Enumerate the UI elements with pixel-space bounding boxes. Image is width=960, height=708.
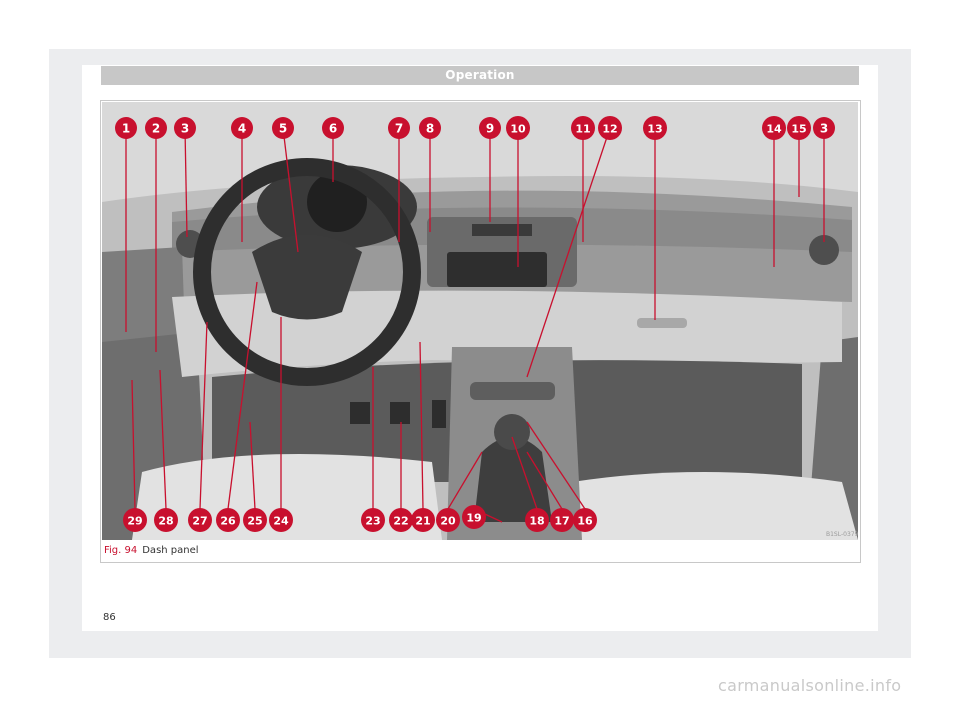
callout-15: 15 xyxy=(787,116,811,140)
pedal-brake xyxy=(390,402,410,424)
callout-8: 8 xyxy=(419,117,441,139)
callout-4: 4 xyxy=(231,117,253,139)
gear-knob xyxy=(494,414,530,450)
svg-text:15: 15 xyxy=(791,123,806,136)
callout-3-right: 3 xyxy=(813,117,835,139)
svg-text:24: 24 xyxy=(273,515,289,528)
svg-text:7: 7 xyxy=(395,122,403,136)
callout-25: 25 xyxy=(243,508,267,532)
callout-leader-lines xyxy=(125,127,825,523)
svg-text:1: 1 xyxy=(122,122,130,136)
svg-text:3: 3 xyxy=(181,122,189,136)
section-header: Operation xyxy=(101,66,859,85)
svg-text:23: 23 xyxy=(365,515,380,528)
callout-6: 6 xyxy=(322,117,344,139)
svg-text:20: 20 xyxy=(440,515,456,528)
callout-22: 22 xyxy=(389,508,413,532)
watermark: carmanualsonline.info xyxy=(718,676,902,695)
svg-text:22: 22 xyxy=(393,515,408,528)
svg-text:8: 8 xyxy=(426,122,434,136)
svg-text:4: 4 xyxy=(238,122,246,136)
figure-caption: Fig. 94 Dash panel xyxy=(104,545,199,556)
svg-text:21: 21 xyxy=(415,515,430,528)
callout-2: 2 xyxy=(145,117,167,139)
svg-text:26: 26 xyxy=(220,515,236,528)
svg-text:25: 25 xyxy=(247,515,262,528)
right-seat xyxy=(562,472,858,540)
callouts: 1 2 3 4 5 6 7 8 9 10 11 12 13 14 15 3 29… xyxy=(115,116,835,532)
svg-text:14: 14 xyxy=(766,123,782,136)
gear-boot xyxy=(474,437,552,522)
pedal-clutch xyxy=(350,402,370,424)
callout-28: 28 xyxy=(154,508,178,532)
callout-29: 29 xyxy=(123,508,147,532)
svg-text:16: 16 xyxy=(577,515,593,528)
svg-text:17: 17 xyxy=(554,515,569,528)
callout-14: 14 xyxy=(762,116,786,140)
right-vent xyxy=(809,235,839,265)
figure-code: B1SL-0379 xyxy=(826,531,859,538)
callout-18: 18 xyxy=(525,508,549,532)
callout-10: 10 xyxy=(506,116,530,140)
svg-text:28: 28 xyxy=(158,515,173,528)
svg-text:5: 5 xyxy=(279,122,287,136)
page-number: 86 xyxy=(103,612,116,623)
svg-text:29: 29 xyxy=(127,515,142,528)
svg-text:18: 18 xyxy=(529,515,544,528)
callout-3-left: 3 xyxy=(174,117,196,139)
callout-5: 5 xyxy=(272,117,294,139)
glove-box-handle xyxy=(637,318,687,328)
figure-caption-text: Dash panel xyxy=(142,545,199,556)
callout-24: 24 xyxy=(269,508,293,532)
callout-9: 9 xyxy=(479,117,501,139)
callout-1: 1 xyxy=(115,117,137,139)
callout-23: 23 xyxy=(361,508,385,532)
callout-11: 11 xyxy=(571,116,595,140)
svg-text:12: 12 xyxy=(602,123,617,136)
callout-20: 20 xyxy=(436,508,460,532)
callout-16: 16 xyxy=(573,508,597,532)
svg-text:27: 27 xyxy=(192,515,207,528)
svg-text:9: 9 xyxy=(486,122,494,136)
steering-wheel xyxy=(193,158,421,386)
svg-text:10: 10 xyxy=(510,123,526,136)
callout-26: 26 xyxy=(216,508,240,532)
callout-7: 7 xyxy=(388,117,410,139)
callout-17: 17 xyxy=(550,508,574,532)
callout-21: 21 xyxy=(411,508,435,532)
svg-text:11: 11 xyxy=(575,123,590,136)
svg-text:2: 2 xyxy=(152,122,160,136)
dash-panel-illustration: 1 2 3 4 5 6 7 8 9 10 11 12 13 14 15 3 29… xyxy=(102,102,858,540)
figure-label: Fig. 94 xyxy=(104,545,138,556)
callout-19: 19 xyxy=(462,505,486,529)
svg-text:13: 13 xyxy=(647,123,662,136)
callout-27: 27 xyxy=(188,508,212,532)
svg-text:3: 3 xyxy=(820,122,828,136)
callout-12: 12 xyxy=(598,116,622,140)
svg-text:19: 19 xyxy=(466,512,481,525)
svg-text:6: 6 xyxy=(329,122,337,136)
pedal-accelerator xyxy=(432,400,446,428)
steering-hub xyxy=(252,234,362,320)
radio-display xyxy=(472,224,532,236)
console-tray xyxy=(470,382,555,400)
callout-13: 13 xyxy=(643,116,667,140)
radio-screen xyxy=(447,252,547,287)
